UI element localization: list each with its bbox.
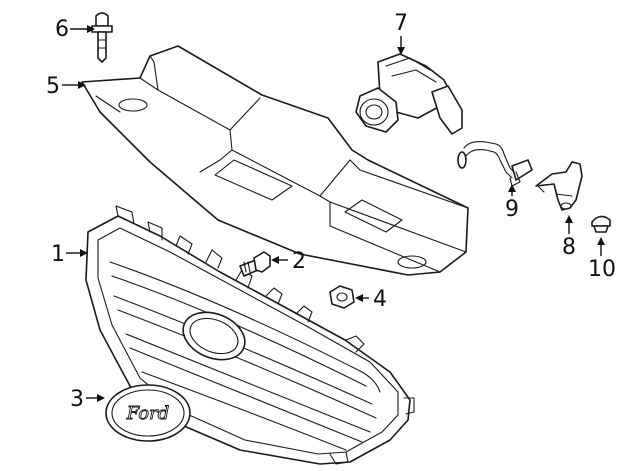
clip-fastener bbox=[591, 215, 611, 233]
callout-4: 4 bbox=[373, 287, 387, 312]
upper-shield bbox=[81, 45, 469, 276]
callout-7: 7 bbox=[394, 11, 408, 36]
mount-bracket bbox=[535, 161, 583, 211]
arrow-5 bbox=[78, 81, 86, 89]
arrow-3 bbox=[97, 394, 105, 402]
callout-9: 9 bbox=[505, 197, 519, 222]
callout-10: 10 bbox=[588, 257, 616, 282]
callout-1: 1 bbox=[51, 242, 65, 267]
arrow-9 bbox=[508, 184, 516, 192]
callout-3: 3 bbox=[70, 387, 84, 412]
arrow-10 bbox=[597, 237, 605, 245]
callout-6: 6 bbox=[55, 17, 69, 42]
bolt bbox=[239, 251, 271, 277]
callout-8: 8 bbox=[562, 235, 576, 260]
camera-module bbox=[355, 53, 463, 135]
push-pin bbox=[91, 12, 113, 63]
arrow-8 bbox=[565, 215, 573, 223]
callout-2: 2 bbox=[292, 249, 306, 274]
arrow-1 bbox=[80, 249, 88, 257]
arrow-6 bbox=[87, 25, 95, 33]
emblem-text: Ford bbox=[126, 403, 169, 424]
wire-bracket bbox=[457, 141, 533, 187]
arrow-7 bbox=[397, 47, 405, 55]
ford-emblem: Ford bbox=[105, 384, 191, 442]
nut bbox=[329, 285, 355, 309]
arrow-4 bbox=[355, 294, 363, 302]
callout-5: 5 bbox=[46, 74, 60, 99]
arrow-2 bbox=[271, 256, 279, 264]
